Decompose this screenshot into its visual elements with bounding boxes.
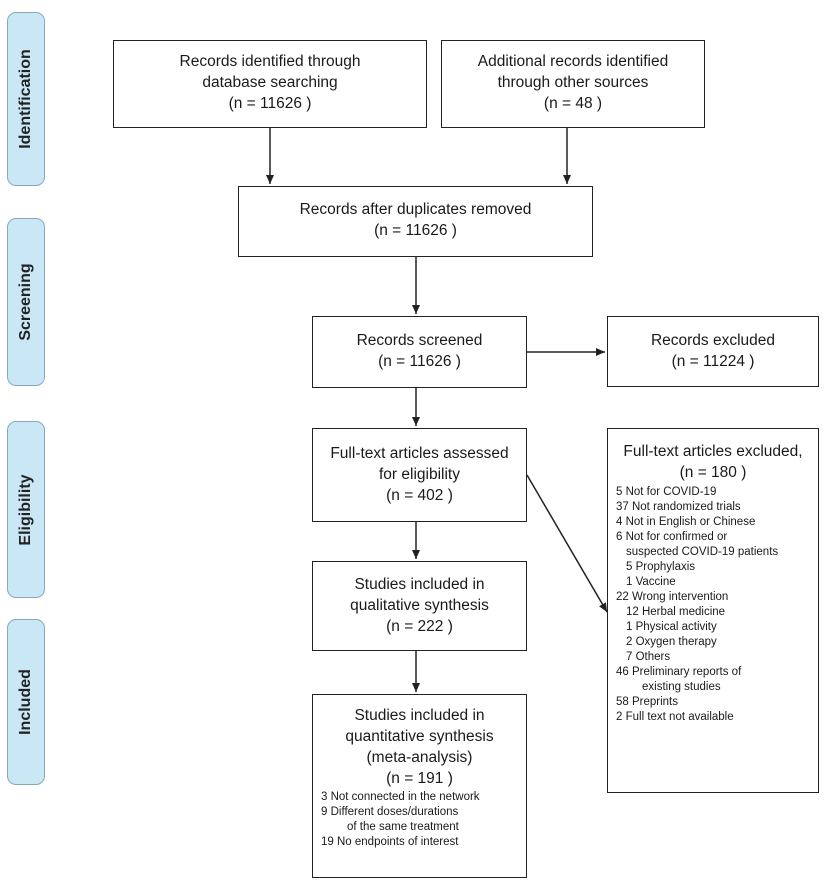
excluded-line1: Records excluded <box>650 332 776 349</box>
reason-item: 2 Full text not available <box>616 711 734 723</box>
database-count: (n = 11626 ) <box>228 95 312 112</box>
reason-item: 58 Preprints <box>616 696 679 708</box>
reason-item: suspected COVID-19 patients <box>626 546 779 558</box>
database-line2: database searching <box>202 74 338 91</box>
screened-count: (n = 11626 ) <box>378 353 461 370</box>
quantitative-notes: 3 Not connected in the network 9 Differe… <box>313 789 526 850</box>
box-records-screened: Records screened (n = 11626 ) <box>312 316 527 388</box>
quantitative-line1: Studies included in <box>354 707 485 724</box>
other-line2: through other sources <box>497 74 649 91</box>
fulltext-excluded-title: Full-text articles excluded, <box>623 443 803 460</box>
fulltext-count: (n = 402 ) <box>386 487 453 504</box>
reason-item: 22 Wrong intervention <box>616 591 729 603</box>
reason-item: 2 Oxygen therapy <box>626 636 717 648</box>
qualitative-line2: qualitative synthesis <box>350 597 489 614</box>
reason-item: existing studies <box>642 681 721 693</box>
qualitative-line1: Studies included in <box>354 576 485 593</box>
phase-identification: Identification <box>7 12 45 186</box>
database-line1: Records identified through <box>179 53 361 70</box>
arrow-fulltext-to-fulltext-excluded <box>526 474 608 613</box>
quantitative-line2: quantitative synthesis <box>345 728 494 745</box>
phase-screening: Screening <box>7 218 45 386</box>
reason-item: 6 Not for confirmed or <box>616 531 728 543</box>
box-database-records: Records identified through database sear… <box>113 40 427 128</box>
duplicates-count: (n = 11626 ) <box>374 222 457 239</box>
note-item: of the same treatment <box>347 821 459 833</box>
box-fulltext-excluded: Full-text articles excluded, (n = 180 ) … <box>607 428 819 793</box>
other-count: (n = 48 ) <box>543 95 603 112</box>
quantitative-line3: (meta-analysis) <box>366 749 473 766</box>
duplicates-line1: Records after duplicates removed <box>299 201 532 218</box>
reason-item: 5 Not for COVID-19 <box>616 486 717 498</box>
reason-item: 1 Physical activity <box>626 621 717 633</box>
quantitative-count: (n = 191 ) <box>386 770 453 787</box>
fulltext-excluded-count: (n = 180 ) <box>679 464 747 481</box>
other-line1: Additional records identified <box>477 53 669 70</box>
reason-item: 37 Not randomized trials <box>616 501 741 513</box>
box-records-excluded: Records excluded (n = 11224 ) <box>607 316 819 387</box>
note-item: 9 Different doses/durations <box>321 806 459 818</box>
phase-included: Included <box>7 619 45 785</box>
excluded-count: (n = 11224 ) <box>671 353 755 370</box>
reason-item: 12 Herbal medicine <box>626 606 726 618</box>
reason-item: 5 Prophylaxis <box>626 561 696 573</box>
screened-line1: Records screened <box>356 332 483 349</box>
box-other-sources: Additional records identified through ot… <box>441 40 705 128</box>
box-fulltext-assessed: Full-text articles assessed for eligibil… <box>312 428 527 522</box>
note-item: 3 Not connected in the network <box>321 791 480 803</box>
box-qualitative-synthesis: Studies included in qualitative synthesi… <box>312 561 527 651</box>
fulltext-excluded-reasons: 5 Not for COVID-19 37 Not randomized tri… <box>608 483 818 725</box>
fulltext-line1: Full-text articles assessed <box>330 445 509 462</box>
reason-item: 46 Preliminary reports of <box>616 666 742 678</box>
reason-item: 4 Not in English or Chinese <box>616 516 756 528</box>
qualitative-count: (n = 222 ) <box>386 618 453 635</box>
box-duplicates-removed: Records after duplicates removed (n = 11… <box>238 186 593 257</box>
fulltext-line2: for eligibility <box>379 466 460 483</box>
reason-item: 7 Others <box>626 651 671 663</box>
note-item: 19 No endpoints of interest <box>321 836 459 848</box>
reason-item: 1 Vaccine <box>626 576 676 588</box>
box-quantitative-synthesis: Studies included in quantitative synthes… <box>312 694 527 878</box>
phase-eligibility: Eligibility <box>7 421 45 598</box>
